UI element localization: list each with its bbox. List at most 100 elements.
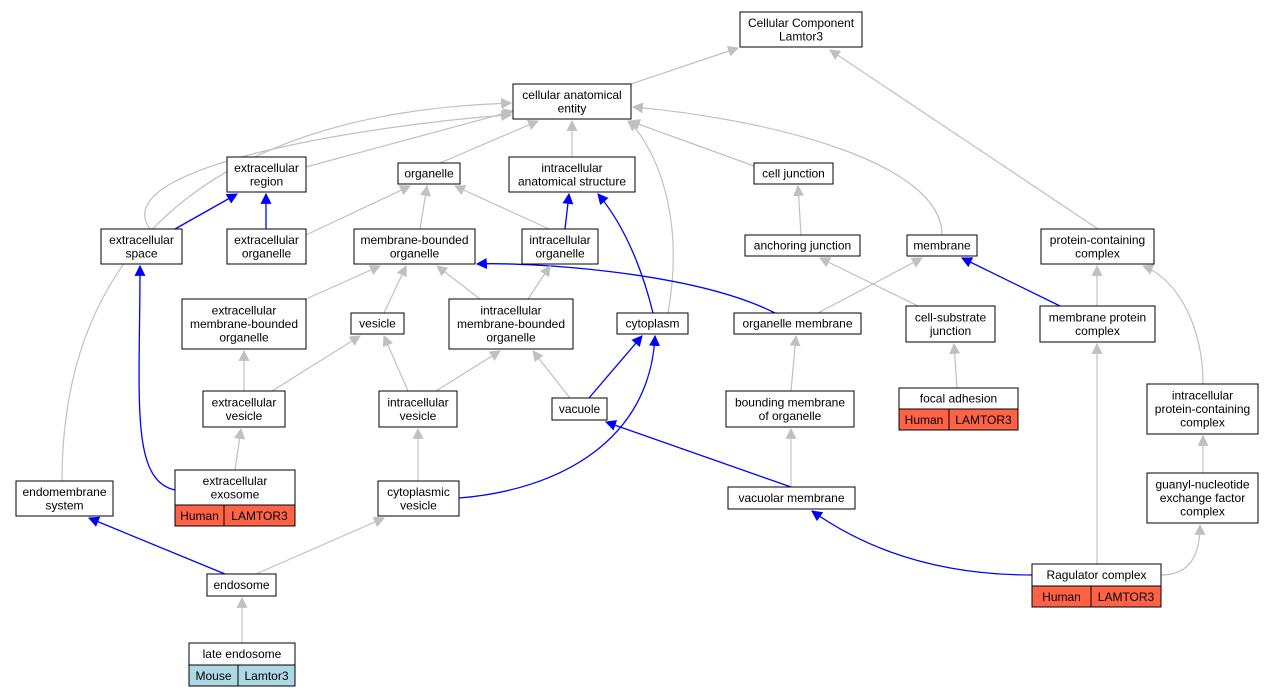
node-box bbox=[15, 480, 114, 517]
node-om[interactable]: organelle membrane bbox=[733, 312, 862, 335]
edge-vac-to-cyto bbox=[588, 335, 643, 399]
node-aj[interactable]: anchoring junction bbox=[744, 234, 861, 257]
node-label-line: intracellular bbox=[529, 233, 590, 247]
edge-mem-to-cae bbox=[631, 102, 943, 236]
node-label-line: complex bbox=[1075, 246, 1120, 260]
node-label-line: vacuole bbox=[559, 402, 601, 416]
edge-eo-to-org bbox=[305, 185, 411, 236]
edge-vac-to-imbo bbox=[532, 350, 571, 399]
edge-ipcc-to-pcc bbox=[1141, 264, 1204, 385]
node-label-line: focal adhesion bbox=[920, 392, 997, 406]
edge-cae-to-cc bbox=[630, 45, 740, 85]
edge-io-to-ias bbox=[562, 192, 574, 230]
edge-imbo-to-io bbox=[527, 265, 551, 300]
node-label-line: intracellular bbox=[541, 161, 602, 175]
node-box bbox=[100, 228, 183, 265]
node-box bbox=[905, 305, 996, 343]
edge-ves-to-mbo bbox=[383, 265, 407, 314]
edge-bmo-to-om bbox=[789, 334, 801, 392]
edge-endo-to-cv bbox=[255, 516, 386, 575]
node-org[interactable]: organelle bbox=[397, 162, 461, 185]
node-box bbox=[181, 298, 307, 350]
node-label-line: late endosome bbox=[203, 647, 282, 661]
edge-es-to-cae bbox=[144, 110, 513, 230]
edge-fa-to-csj bbox=[949, 342, 961, 389]
node-label-line: anatomical structure bbox=[518, 174, 626, 188]
node-label-line: complex bbox=[1075, 324, 1120, 338]
node-label-line: extracellular bbox=[203, 474, 268, 488]
node-box bbox=[725, 390, 855, 428]
node-label-line: intracellular bbox=[1172, 389, 1233, 403]
node-box bbox=[353, 228, 476, 265]
node-label-line: vesicle bbox=[400, 498, 437, 512]
node-label-line: complex bbox=[1180, 505, 1225, 519]
edge-cyto-to-cae bbox=[627, 120, 674, 314]
node-label-line: exosome bbox=[211, 487, 260, 501]
edge-pcc-to-cc bbox=[829, 49, 1099, 230]
node-ves[interactable]: vesicle bbox=[350, 312, 405, 335]
node-box bbox=[206, 573, 277, 597]
node-vm[interactable]: vacuolar membrane bbox=[727, 486, 856, 510]
edge-mpc-to-mem bbox=[961, 257, 1061, 307]
annotation-tag-label: LAMTOR3 bbox=[1098, 590, 1155, 604]
node-label-line: endomembrane bbox=[22, 485, 106, 499]
node-label-line: cytoplasm bbox=[625, 317, 679, 331]
edge-endo-to-ems bbox=[87, 516, 226, 575]
node-label-line: vesicle bbox=[400, 409, 437, 423]
node-label-line: membrane-bounded bbox=[360, 233, 468, 247]
edge-er-to-cae bbox=[305, 108, 515, 168]
node-label-line: protein-containing bbox=[1050, 233, 1145, 247]
node-label-line: cell-substrate bbox=[915, 310, 987, 324]
node-label-line: intracellular bbox=[387, 395, 448, 409]
edge-aj-to-cj bbox=[793, 184, 805, 236]
node-box bbox=[226, 228, 307, 265]
annotation-tag-label: Human bbox=[1042, 590, 1081, 604]
node-label-line: organelle bbox=[486, 331, 536, 345]
node-label-line: cell junction bbox=[762, 167, 825, 181]
node-box bbox=[551, 397, 608, 421]
node-label-line: Ragulator complex bbox=[1046, 568, 1146, 582]
edge-iv-to-ves bbox=[382, 334, 409, 392]
node-label-line: extracellular bbox=[109, 233, 174, 247]
node-box bbox=[1146, 383, 1259, 435]
edge-mbo-to-org bbox=[419, 184, 431, 230]
node-cj[interactable]: cell junction bbox=[753, 162, 834, 185]
node-label-line: extracellular bbox=[234, 233, 299, 247]
node-endo[interactable]: endosome bbox=[206, 573, 277, 597]
node-label-line: endosome bbox=[213, 578, 269, 592]
node-label-line: exchange factor bbox=[1160, 491, 1245, 505]
node-box bbox=[1146, 472, 1259, 524]
node-box bbox=[733, 312, 862, 335]
node-box bbox=[521, 228, 599, 265]
node-cyto[interactable]: cytoplasm bbox=[616, 312, 689, 335]
node-vac[interactable]: vacuole bbox=[551, 397, 608, 421]
edges-layer bbox=[61, 45, 1209, 643]
node-mem[interactable]: membrane bbox=[906, 234, 978, 257]
node-label-line: space bbox=[125, 246, 157, 260]
annotation-tag-label: Human bbox=[180, 509, 219, 523]
